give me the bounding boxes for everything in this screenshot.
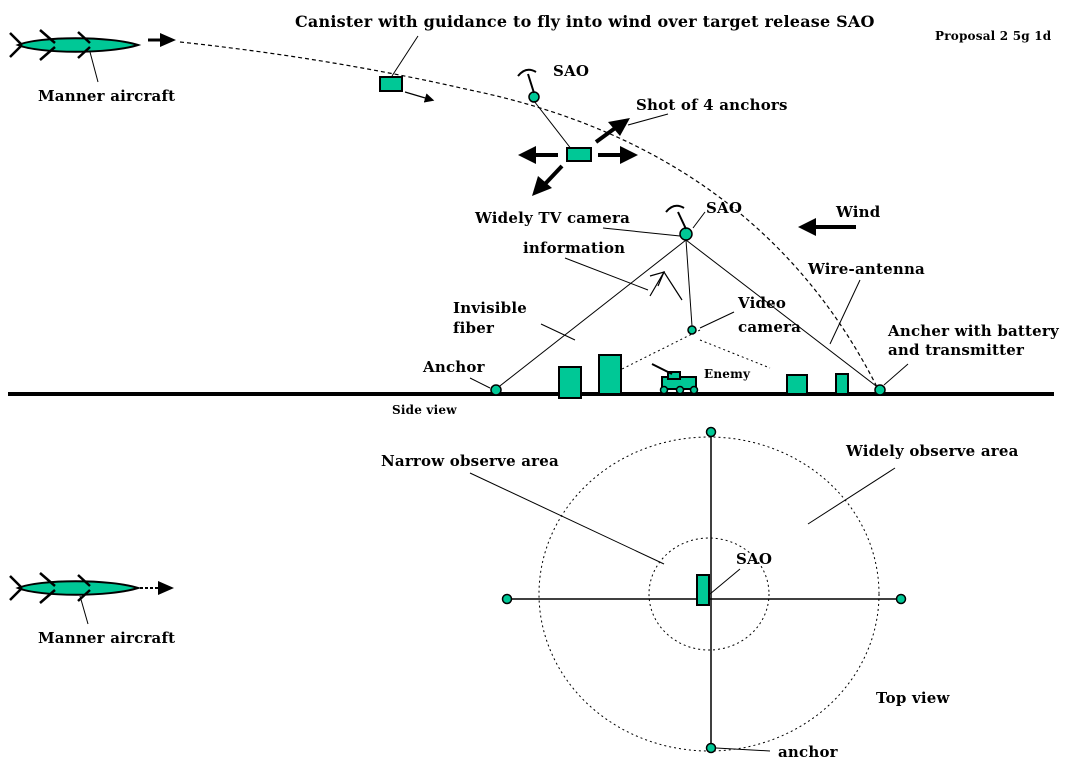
camera-label: camera [738,318,801,336]
leader-widely-area [807,467,896,525]
anchor-arrow-left-icon [518,146,536,164]
video-camera-tether [685,239,693,327]
aircraft-top [9,29,142,61]
top-view-label: Top view [876,689,951,707]
leader-ancher-battery [883,363,909,386]
aircraft-fuselage-top [15,37,142,53]
anchor-arrow-upright-icon [608,118,630,136]
leader-wire-antenna [829,279,861,345]
leader-widely-tv [602,227,681,237]
release-canister-icon [566,147,592,162]
widely-observe-area-label: Widely observe area [845,442,1019,460]
aircraft-fuselage-bottom [15,580,142,596]
camera-view-line-left [619,329,701,371]
sao-top-label: SAO [553,62,589,80]
info-zigzag [649,270,683,301]
ancher-battery-label: Ancher with battery [887,322,1060,340]
anchor-bottom-label: anchor [778,743,839,761]
enemy-vehicle-icon [651,363,699,395]
tether-sao-canister [533,100,573,151]
fiber-line-left [495,239,687,390]
leader-shot [627,113,669,126]
anchor-left-node [490,384,502,396]
canister-direction-arrow [404,91,435,103]
leader-narrow-area [469,472,665,565]
leader-invisible-fiber [540,323,576,341]
video-label: Video [737,294,786,312]
wire-antenna-line [685,239,881,390]
manner-aircraft-top-label: Manner aircraft [38,87,175,105]
narrow-observe-area-label: Narrow observe area [381,452,559,470]
sao-deployed-node [679,227,693,241]
canister-icon [379,76,403,92]
aircraft-arrow-top-head [160,33,176,47]
aircraft-arrow-bottom-head [158,581,174,595]
fiber-label: fiber [453,319,495,337]
building-3 [786,374,808,395]
anchor-arrow-right-icon [620,146,638,164]
proposal-label: Proposal 2 5g 1d [935,29,1052,43]
parachute-mid-icon [665,204,687,230]
building-2 [598,354,622,395]
wind-arrow-icon [798,218,816,236]
leader-anchor-side [469,377,491,389]
wind-label: Wind [835,203,881,221]
leader-anchor-bottom [715,747,771,752]
ancher-transmitter-label: and transmitter [888,341,1025,359]
leader-information [564,257,649,291]
sao-mid-label: SAO [706,199,742,217]
anchor-arrow-downleft-icon [532,176,552,196]
invisible-label: Invisible [453,299,527,317]
parachute-top-icon [517,68,537,94]
video-camera-node [687,325,697,335]
leader-manner-bottom [79,595,89,625]
leader-manner-top [89,51,99,83]
building-4 [835,373,849,395]
camera-view-line-right [699,339,771,369]
widely-tv-camera-label: Widely TV camera [474,209,630,227]
anchor-node-west [501,593,513,605]
leader-canister [391,35,419,77]
enemy-label: Enemy [704,367,751,381]
aircraft-bottom [9,572,142,604]
sao-top-view-icon [696,574,710,606]
anchor-node-north [705,426,717,438]
leader-sao-mid [692,211,706,229]
building-1 [558,366,582,399]
side-view-label: Side view [392,403,457,417]
narrow-observe-circle [648,537,770,651]
shot-of-anchors-label: Shot of 4 anchors [636,96,788,114]
sao-top-node [528,91,540,103]
canister-label: Canister with guidance to fly into wind … [295,12,875,31]
sao-bottom-label: SAO [736,550,772,568]
anchor-side-label: Anchor [422,358,486,376]
anchor-node-east [895,593,907,605]
wire-antenna-label: Wire-antenna [807,260,925,278]
leader-video-camera [699,311,735,329]
leader-sao-bottom [709,568,741,595]
aircraft-wings-bottom [9,572,91,604]
information-label: information [523,239,625,257]
anchor-node-south [705,742,717,754]
manner-aircraft-bottom-label: Manner aircraft [38,629,175,647]
aircraft-wings-top [9,29,91,61]
anchor-right-node [874,384,886,396]
